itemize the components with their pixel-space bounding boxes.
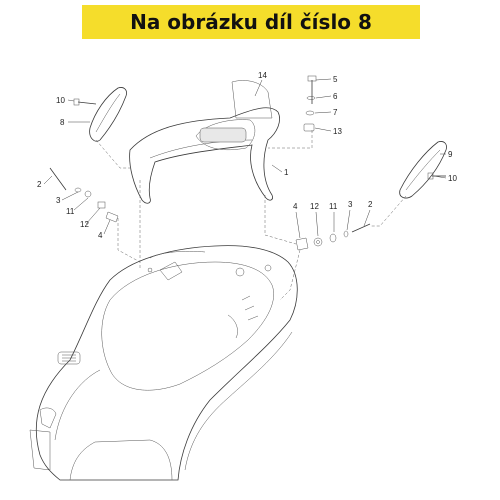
callout-13: 13 (333, 127, 342, 136)
callout-12-right: 12 (310, 202, 319, 211)
callout-1: 1 (284, 168, 289, 177)
callout-11-left: 11 (66, 207, 75, 216)
callout-12-left: 12 (80, 220, 89, 229)
rear-grab-handle (129, 80, 280, 204)
banner-title: Na obrázku díl číslo 8 (130, 10, 372, 34)
callout-10-left: 10 (56, 96, 65, 105)
callout-6: 6 (333, 92, 338, 101)
callout-2-right: 2 (368, 200, 373, 209)
callout-labels: 14 5 6 7 13 1 10 8 9 10 2 3 11 12 4 4 12… (37, 71, 457, 240)
callout-7: 7 (333, 108, 338, 117)
right-side-handle (399, 141, 447, 199)
title-banner: Na obrázku díl číslo 8 (82, 5, 420, 39)
callout-3-left: 3 (56, 196, 61, 205)
callout-9: 9 (448, 150, 453, 159)
fasteners (49, 75, 446, 251)
rear-body-cover (29, 245, 298, 481)
left-side-handle (89, 87, 127, 142)
callout-10-right: 10 (448, 174, 457, 183)
callout-8: 8 (60, 118, 65, 127)
assembly-lines (95, 130, 407, 301)
callout-11-right: 11 (329, 202, 338, 211)
callout-3-right: 3 (348, 200, 353, 209)
leader-lines (43, 78, 447, 239)
callout-4-left: 4 (98, 231, 103, 240)
callout-5: 5 (333, 75, 338, 84)
callout-14: 14 (258, 71, 267, 80)
callout-4-right: 4 (293, 202, 298, 211)
callout-2-left: 2 (37, 180, 42, 189)
